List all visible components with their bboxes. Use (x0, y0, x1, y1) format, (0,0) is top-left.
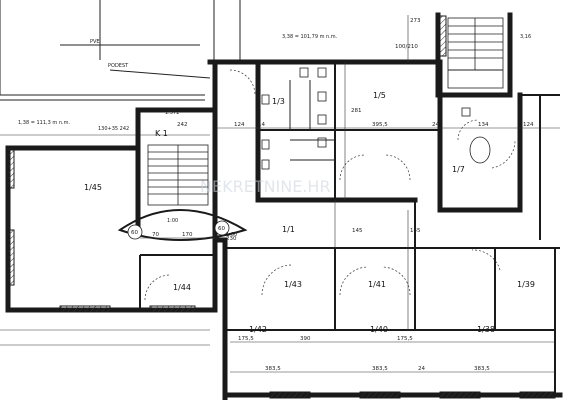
landing-note: 1:00 (167, 218, 178, 224)
stair-k1 (117, 144, 248, 241)
level-left-note: 1,38 = 111,3 m n.m. (18, 120, 70, 126)
dim-label: 390 (300, 336, 311, 342)
room-label-1-38: 1/38 (477, 325, 495, 334)
room-label-1-39: 1/39 (517, 280, 535, 289)
landing-note-b: 1:00 (226, 232, 237, 238)
base-dims-note: 130+35 242 (98, 126, 129, 132)
dim-label: 170 (182, 232, 193, 238)
outer-context-lines (0, 0, 241, 346)
room-label-1-7: 1/7 (452, 165, 465, 174)
sanitary-fixtures (261, 67, 491, 170)
stair-label-k1: K 1 (155, 129, 168, 138)
slope-note: PODEST (108, 63, 129, 69)
walls (5, 12, 563, 400)
dim-label: 24 (432, 122, 439, 128)
dimension-lines (140, 15, 560, 373)
room-label-1-45: 1/45 (84, 183, 102, 192)
top-left-mark: PVE (90, 39, 100, 45)
dim-label: 70 (152, 232, 159, 238)
room-label-1-44: 1/44 (173, 283, 191, 292)
dim-label: 124 (234, 122, 245, 128)
room-label-1-43: 1/43 (284, 280, 302, 289)
dim-label: 175,5 (397, 336, 413, 342)
level-stair-note: 3,16 (520, 34, 531, 40)
dim-label: 383,5 (372, 366, 388, 372)
dim-label: 145 (410, 228, 421, 234)
room-label-1-42: 1/42 (249, 325, 267, 334)
dim-label: 395,5 (372, 122, 388, 128)
dim-label: 230 (226, 236, 237, 242)
door-swings (144, 69, 516, 301)
dim-label: 14 (258, 122, 265, 128)
dim-label: 281 (351, 108, 362, 114)
watermark: NEKRETNINE.HR (200, 177, 331, 196)
dim-label: 383,5 (474, 366, 490, 372)
dim-label: 124 (523, 122, 534, 128)
dim-label: 24 (418, 366, 425, 372)
level-main-note: 3,38 = 101,79 m n.m. (282, 34, 338, 40)
dim-label: 145 (352, 228, 363, 234)
room-label-1-5: 1/5 (373, 91, 386, 100)
circle-label-right: 60 (218, 226, 225, 232)
circle-label-left: 60 (131, 230, 138, 236)
dim-label: 383,5 (265, 366, 281, 372)
dimension-labels: 242 124 14 395,5 24 134 124 175,5 390 38… (152, 18, 534, 372)
dim-label: 134 (478, 122, 489, 128)
dim-label: 242 (177, 122, 188, 128)
room-label-1-3: 1/3 (272, 97, 285, 106)
room-label-1-40: 1/40 (370, 325, 388, 334)
room-label-1-41: 1/41 (368, 280, 386, 289)
stair-ref-note: 1:572 (165, 110, 179, 116)
annotations: 3,38 = 101,79 m n.m. 1,38 = 111,3 m n.m.… (18, 34, 531, 238)
room-labels: 1/45 1/44 1/43 1/42 1/41 1/40 1/39 1/38 … (84, 91, 535, 334)
dim-label: 273 (410, 18, 421, 24)
stair-tower-right (447, 17, 504, 89)
dim-label: 175,5 (238, 336, 254, 342)
dim-label: 100/210 (395, 44, 418, 50)
room-label-1-1: 1/1 (282, 225, 295, 234)
